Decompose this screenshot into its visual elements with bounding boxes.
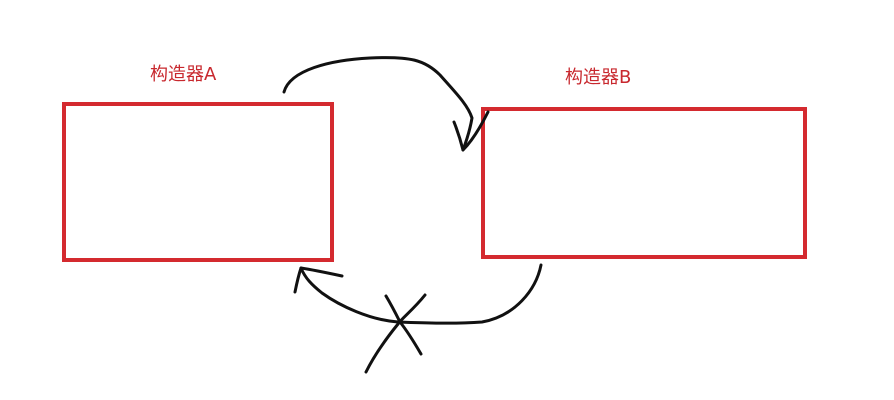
constructor-b-label: 构造器B <box>565 67 632 88</box>
constructor-a-label: 构造器A <box>150 64 217 85</box>
arrow-a-to-b <box>282 56 474 152</box>
arrowhead-a-to-b <box>452 110 490 152</box>
arrowhead-b-to-a <box>293 266 344 294</box>
constructor-b-box <box>481 107 807 259</box>
cross-mark-stroke-2 <box>364 293 427 374</box>
constructor-a-box <box>62 102 334 262</box>
